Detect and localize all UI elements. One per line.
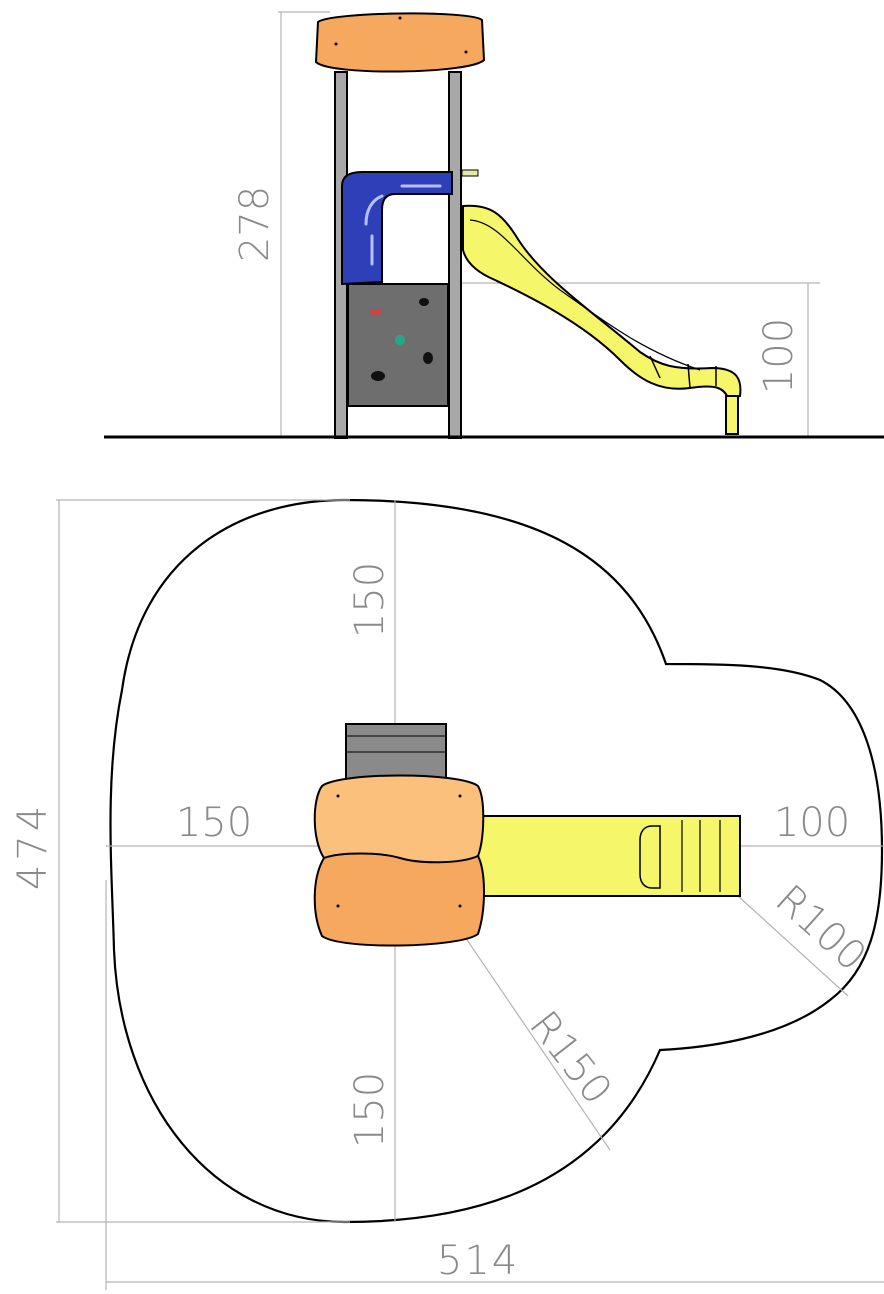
slide-exit-curve bbox=[639, 825, 661, 889]
roof-bolt bbox=[336, 904, 340, 908]
slide-plan bbox=[477, 815, 741, 897]
slide-joint bbox=[649, 355, 661, 379]
slide-clearance-label: 100 bbox=[774, 800, 850, 846]
climbing-hold bbox=[371, 371, 385, 381]
climbing-wall bbox=[347, 283, 449, 407]
climbing-hold bbox=[419, 298, 429, 306]
panel-handle bbox=[364, 194, 384, 226]
roof-plan-top bbox=[313, 774, 485, 866]
bottom-clearance-label: 150 bbox=[347, 1072, 393, 1148]
plan-view: 474 514 150 150 150 100 R150 R100 bbox=[10, 498, 884, 1290]
blue-panel bbox=[341, 171, 453, 286]
roof-bolt bbox=[334, 42, 338, 46]
left-clearance-label: 150 bbox=[176, 800, 252, 846]
slide-radius-line bbox=[737, 895, 849, 997]
safety-zone-outline bbox=[109, 498, 884, 1224]
tower-radius-line bbox=[447, 911, 611, 1151]
roof-bolt bbox=[336, 794, 340, 798]
depth-dimension-label: 474 bbox=[10, 802, 56, 890]
slide-leg bbox=[725, 395, 739, 435]
top-clearance-label: 150 bbox=[347, 562, 393, 638]
tower-radius-label: R150 bbox=[520, 1003, 620, 1113]
height-dimension-label: 278 bbox=[232, 186, 278, 262]
climbing-hold bbox=[395, 335, 405, 345]
roof bbox=[314, 12, 486, 73]
climbing-hold bbox=[423, 352, 433, 364]
slide-radius-label: R100 bbox=[767, 876, 875, 980]
roof-bolt bbox=[398, 16, 402, 20]
slide-height-dimension-label: 100 bbox=[756, 318, 802, 394]
roof-plan-bottom bbox=[313, 852, 485, 947]
slide-edge bbox=[469, 219, 701, 371]
slide-handle bbox=[461, 169, 479, 177]
right-post bbox=[448, 71, 462, 439]
roof-bolt bbox=[458, 794, 462, 798]
slide-joint bbox=[687, 363, 691, 389]
width-dimension-label: 514 bbox=[437, 1238, 519, 1284]
climbing-hold bbox=[370, 309, 382, 315]
roof-bolt bbox=[458, 904, 462, 908]
roof-bolt bbox=[464, 50, 468, 54]
elevation-view: 278 100 bbox=[104, 11, 884, 439]
